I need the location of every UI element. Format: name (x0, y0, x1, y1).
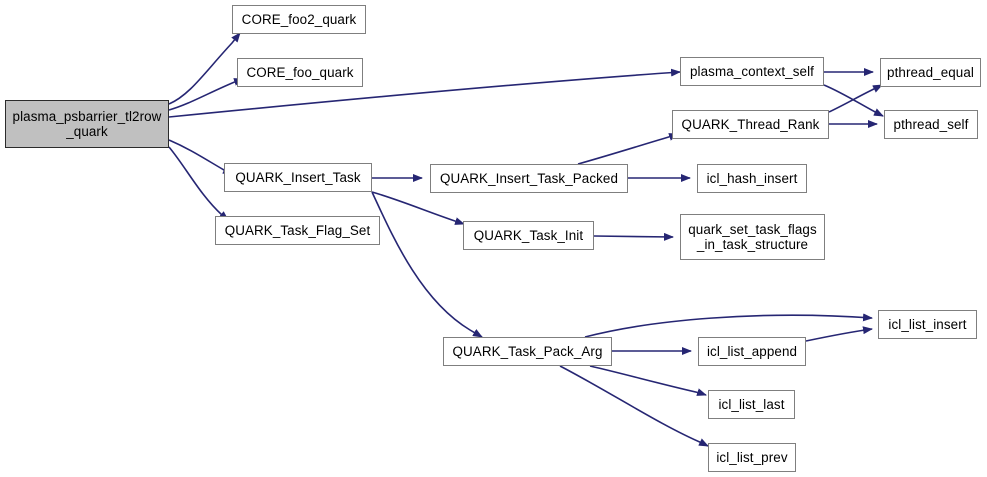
graph-edge-insert_task-to-task_pack_arg (371, 191, 483, 338)
graph-node-list_insert[interactable]: icl_list_insert (878, 310, 977, 339)
graph-node-list_append[interactable]: icl_list_append (698, 337, 806, 366)
graph-node-label: pthread_self (893, 117, 969, 132)
graph-node-pthread_self[interactable]: pthread_self (884, 110, 978, 139)
graph-edge-root-to-insert_task (168, 139, 233, 175)
graph-edge-task_pack_arg-to-list_insert (584, 313, 873, 338)
graph-edge-thread_rank-to-pthread_equal (828, 84, 883, 113)
graph-node-label: plasma_psbarrier_tl2row _quark (12, 109, 162, 139)
graph-node-root[interactable]: plasma_psbarrier_tl2row _quark (5, 100, 169, 148)
graph-node-label: plasma_context_self (690, 64, 814, 79)
graph-edge-task_pack_arg-to-list_prev (559, 365, 709, 447)
graph-node-label: CORE_foo2_quark (241, 12, 357, 27)
graph-edge-insert_packed-to-thread_rank (577, 133, 679, 165)
graph-node-label: QUARK_Thread_Rank (681, 117, 820, 132)
graph-node-label: QUARK_Task_Init (473, 228, 584, 243)
graph-node-label: icl_list_append (706, 344, 798, 359)
graph-node-label: CORE_foo_quark (246, 65, 354, 80)
graph-node-task_init[interactable]: QUARK_Task_Init (463, 221, 594, 250)
graph-node-insert_task[interactable]: QUARK_Insert_Task (224, 163, 372, 192)
graph-node-set_task_flags[interactable]: quark_set_task_flags _in_task_structure (680, 214, 825, 260)
graph-node-list_last[interactable]: icl_list_last (708, 390, 795, 419)
graph-node-context_self[interactable]: plasma_context_self (680, 57, 824, 86)
graph-node-label: QUARK_Task_Flag_Set (224, 223, 371, 238)
graph-edge-list_append-to-list_insert (805, 326, 873, 342)
graph-node-core_foo2[interactable]: CORE_foo2_quark (232, 5, 366, 34)
graph-node-hash_insert[interactable]: icl_hash_insert (697, 164, 807, 193)
graph-node-label: QUARK_Insert_Task (235, 170, 361, 185)
graph-node-pthread_equal[interactable]: pthread_equal (880, 58, 981, 87)
graph-edge-task_init-to-set_task_flags (593, 232, 674, 241)
graph-edge-task_pack_arg-to-list_last (589, 365, 707, 396)
graph-node-label: pthread_equal (887, 65, 974, 80)
graph-node-label: quark_set_task_flags _in_task_structure (688, 222, 817, 252)
graph-node-insert_packed[interactable]: QUARK_Insert_Task_Packed (430, 164, 628, 193)
graph-node-task_pack_arg[interactable]: QUARK_Task_Pack_Arg (443, 337, 612, 366)
graph-node-label: QUARK_Task_Pack_Arg (452, 344, 603, 359)
graph-node-label: icl_hash_insert (706, 171, 798, 186)
graph-edge-insert_task-to-task_init (371, 191, 465, 225)
graph-edge-root-to-core_foo2 (168, 32, 241, 105)
graph-edge-context_self-to-pthread_self (823, 84, 884, 117)
graph-edge-root-to-core_foo (168, 78, 244, 111)
graph-node-core_foo[interactable]: CORE_foo_quark (237, 58, 363, 87)
graph-node-label: icl_list_prev (716, 450, 788, 465)
graph-node-thread_rank[interactable]: QUARK_Thread_Rank (672, 110, 829, 139)
graph-node-list_prev[interactable]: icl_list_prev (708, 443, 796, 472)
graph-node-label: QUARK_Insert_Task_Packed (439, 171, 619, 186)
graph-node-task_flag_set[interactable]: QUARK_Task_Flag_Set (215, 216, 380, 245)
graph-edge-root-to-task_flag_set (168, 146, 229, 221)
graph-node-label: icl_list_insert (888, 317, 967, 332)
graph-node-label: icl_list_last (718, 397, 785, 412)
